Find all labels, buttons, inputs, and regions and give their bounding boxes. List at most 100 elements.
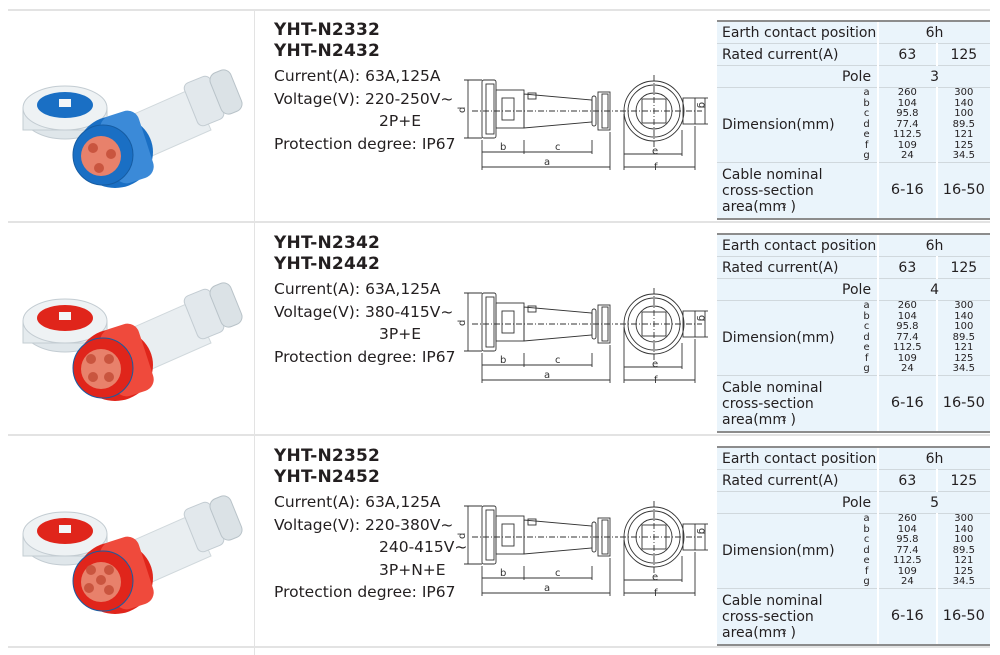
voltage-line: Voltage(V): 220-250V~ bbox=[274, 88, 455, 111]
dim-label-d: d bbox=[457, 320, 468, 326]
dimension-value: 260 bbox=[897, 513, 917, 524]
current-value: 63A,125A bbox=[365, 280, 441, 298]
dim-label-e: e bbox=[652, 572, 658, 583]
dim-label-e: e bbox=[652, 146, 658, 157]
voltage-value: 3P+N+E bbox=[379, 560, 446, 579]
current-label: Current(A): bbox=[274, 280, 361, 298]
dimension-value: 104 bbox=[897, 97, 917, 109]
dimension-value: 300 bbox=[954, 87, 974, 98]
dimension-value: 77.4 bbox=[896, 118, 919, 130]
current-line: Current(A): 63A,125A bbox=[274, 278, 455, 301]
dimension-value: 104 bbox=[897, 310, 917, 322]
coupler-body-icon bbox=[72, 323, 154, 401]
dimension-letter: d bbox=[863, 118, 870, 130]
earth-row: Earth contact position 6h bbox=[717, 20, 990, 44]
model-numbers: YHT-N2352 YHT-N2452 bbox=[274, 446, 380, 488]
cable-value-2: 16-50 bbox=[935, 588, 990, 646]
spec-list: Current(A): 63A,125A Voltage(V): 380-415… bbox=[274, 278, 455, 368]
side-view-drawing bbox=[464, 79, 618, 170]
dim-label-g: g bbox=[696, 528, 707, 534]
rated-label: Rated current(A) bbox=[717, 43, 879, 66]
dimension-letter: g bbox=[863, 150, 870, 161]
voltage-line: 3P+E bbox=[274, 323, 455, 346]
cable-value-2: 16-50 bbox=[935, 375, 990, 433]
side-view-drawing bbox=[464, 505, 618, 596]
model-numbers: YHT-N2342 YHT-N2442 bbox=[274, 233, 380, 275]
voltage-label: Voltage(V): bbox=[274, 89, 361, 108]
cable-value-1: 6-16 bbox=[877, 162, 937, 220]
model-number: YHT-N2442 bbox=[274, 254, 381, 274]
dim-label-f: f bbox=[654, 375, 658, 386]
dim-label-e: e bbox=[652, 359, 658, 370]
earth-label: Earth contact position bbox=[717, 233, 879, 257]
voltage-label: Voltage(V): bbox=[274, 302, 361, 321]
socket-lid-icon bbox=[22, 511, 108, 566]
current-label: Current(A): bbox=[274, 67, 361, 85]
product-photo bbox=[22, 69, 243, 188]
voltage-block: Voltage(V): 380-415V~3P+E bbox=[274, 301, 455, 346]
pole-row: Pole 5 bbox=[717, 491, 990, 514]
cable-value-1: 6-16 bbox=[877, 588, 937, 646]
spec-list: Current(A): 63A,125A Voltage(V): 220-250… bbox=[274, 65, 455, 155]
current-value: 63A,125A bbox=[365, 67, 441, 85]
socket-lid-icon bbox=[22, 85, 108, 140]
protection-value: IP67 bbox=[421, 347, 456, 366]
dimension-value: 300 bbox=[954, 300, 974, 311]
earth-row: Earth contact position 6h bbox=[717, 446, 990, 470]
pole-value: 5 bbox=[877, 491, 990, 514]
voltage-block: Voltage(V): 220-250V~2P+E bbox=[274, 88, 455, 133]
rated-label: Rated current(A) bbox=[717, 469, 879, 492]
dimension-label: Dimension(mm) bbox=[717, 300, 857, 376]
dimension-value: 140 bbox=[954, 523, 974, 535]
dimension-letter: a bbox=[863, 300, 870, 311]
pole-label: Pole bbox=[717, 65, 879, 88]
voltage-label: Voltage(V): bbox=[274, 515, 361, 534]
voltage-value: 3P+E bbox=[379, 325, 421, 343]
front-view-drawing bbox=[620, 288, 708, 383]
earth-value: 6h bbox=[877, 20, 990, 44]
dimension-value: 34.5 bbox=[952, 576, 975, 587]
dimension-value: 100 bbox=[954, 534, 974, 545]
voltage-line: 3P+N+E bbox=[274, 559, 467, 582]
dimension-value: 109 bbox=[897, 139, 917, 151]
pole-value: 3 bbox=[877, 65, 990, 88]
rated-value-1: 63 bbox=[877, 469, 937, 492]
dimension-letter: g bbox=[863, 363, 870, 374]
dimension-value: 100 bbox=[954, 321, 974, 332]
dimension-value: 112.5 bbox=[893, 555, 922, 566]
model-number: YHT-N2352 bbox=[274, 446, 381, 466]
dimension-value: 260 bbox=[897, 87, 917, 98]
model-number: YHT-N2332 bbox=[274, 20, 381, 40]
dimension-letter: c bbox=[863, 321, 870, 332]
dimension-value: 109 bbox=[897, 565, 917, 577]
product-photo bbox=[22, 495, 243, 614]
spec-list: Current(A): 63A,125A Voltage(V): 220-380… bbox=[274, 491, 467, 604]
protection-line: Protection degree: IP67 bbox=[274, 133, 455, 156]
dimension-letter: a bbox=[863, 513, 870, 524]
voltage-value: 220-380V~ bbox=[365, 515, 454, 534]
voltage-value: 2P+E bbox=[379, 112, 421, 130]
cable-value-2: 16-50 bbox=[935, 162, 990, 220]
voltage-line: 240-415V~ bbox=[274, 536, 467, 559]
side-view-drawing bbox=[464, 292, 618, 383]
current-line: Current(A): 63A,125A bbox=[274, 65, 455, 88]
pole-value: 4 bbox=[877, 278, 990, 301]
section-divider bbox=[8, 646, 990, 648]
dimension-letter: b bbox=[863, 97, 870, 109]
voltage-value: 240-415V~ bbox=[379, 538, 468, 556]
earth-value: 6h bbox=[877, 233, 990, 257]
dimension-value: 121 bbox=[954, 342, 974, 353]
current-label: Current(A): bbox=[274, 493, 361, 511]
dim-label-d: d bbox=[457, 107, 468, 113]
earth-label: Earth contact position bbox=[717, 446, 879, 470]
dimension-value: 89.5 bbox=[952, 331, 975, 343]
protection-value: IP67 bbox=[421, 134, 456, 153]
